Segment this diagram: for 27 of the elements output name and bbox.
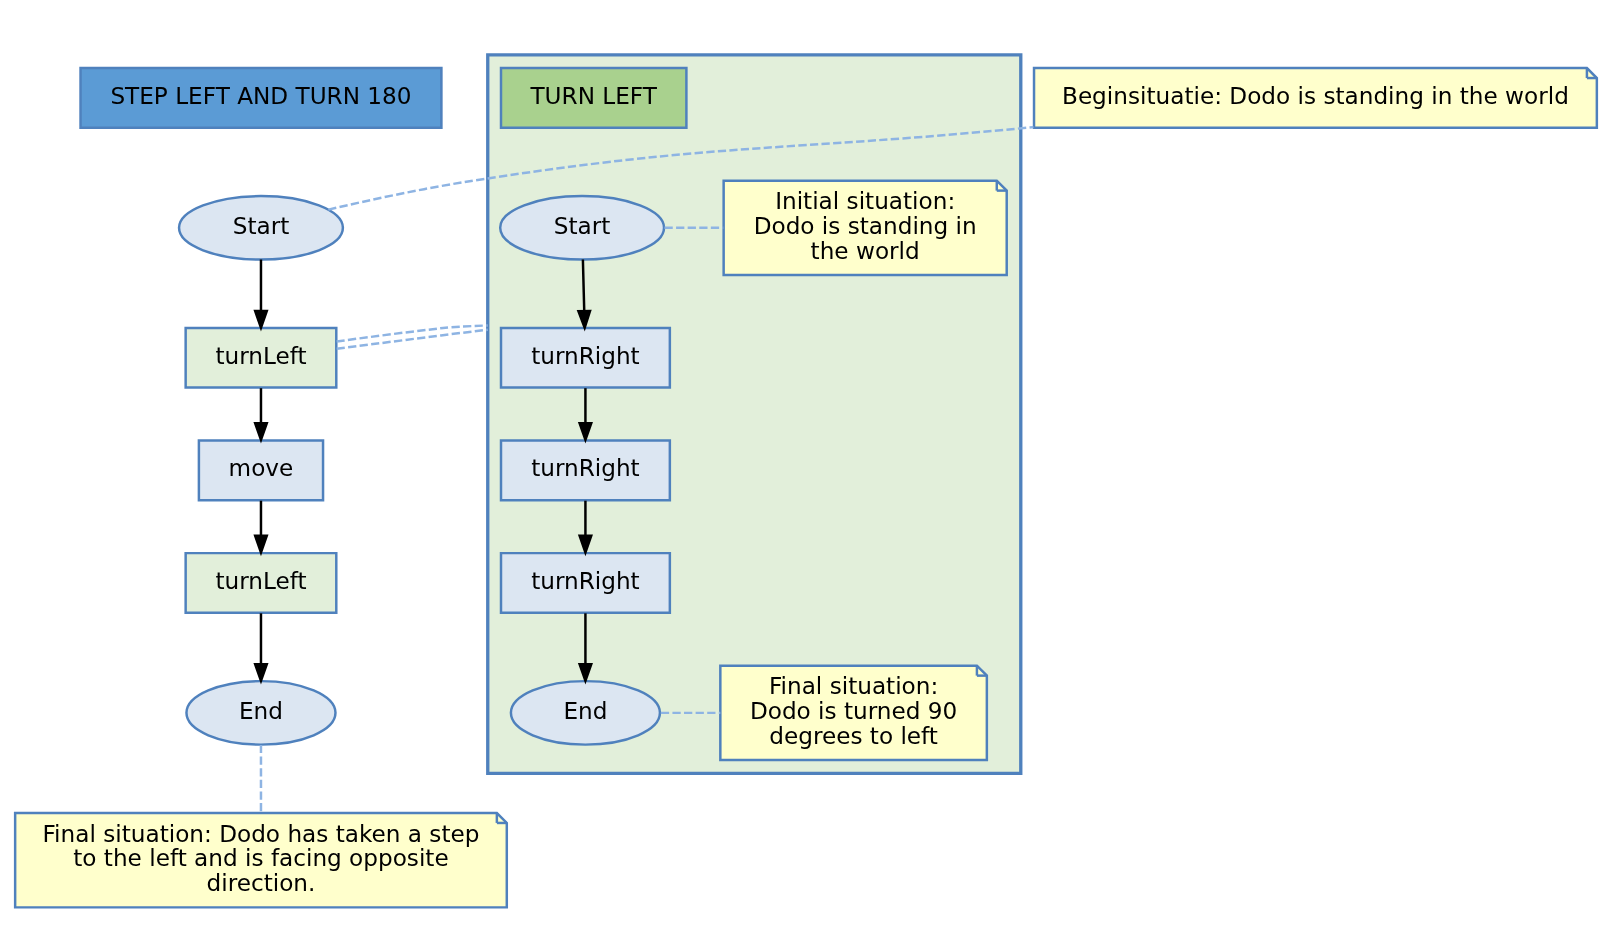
connector (336, 324, 488, 343)
arrow (577, 613, 593, 685)
node-ellipse: Start (498, 194, 666, 261)
connector (336, 328, 488, 350)
connector (660, 711, 721, 715)
node-ellipse: End (185, 679, 337, 746)
cluster (486, 53, 1023, 775)
node-ellipse: Start (177, 194, 345, 261)
node-box: TURN LEFT (499, 66, 688, 129)
node-ellipse: End (509, 679, 662, 746)
arrow (253, 388, 269, 444)
node-box: turnLeft (184, 551, 338, 614)
node-box: STEP LEFT AND TURN 180 (79, 66, 443, 129)
node-box: turnLeft (184, 326, 338, 389)
connector (664, 226, 724, 230)
connector (328, 125, 1034, 211)
arrow (253, 613, 269, 685)
connector (259, 745, 263, 813)
arrow (253, 500, 269, 557)
arrow (576, 259, 592, 332)
node-box: turnRight (499, 326, 672, 389)
arrow (253, 259, 269, 332)
node-box: move (197, 439, 325, 502)
arrow (577, 388, 593, 444)
node-box: turnRight (499, 439, 672, 502)
arrow (577, 500, 593, 557)
node-box: turnRight (499, 551, 672, 614)
